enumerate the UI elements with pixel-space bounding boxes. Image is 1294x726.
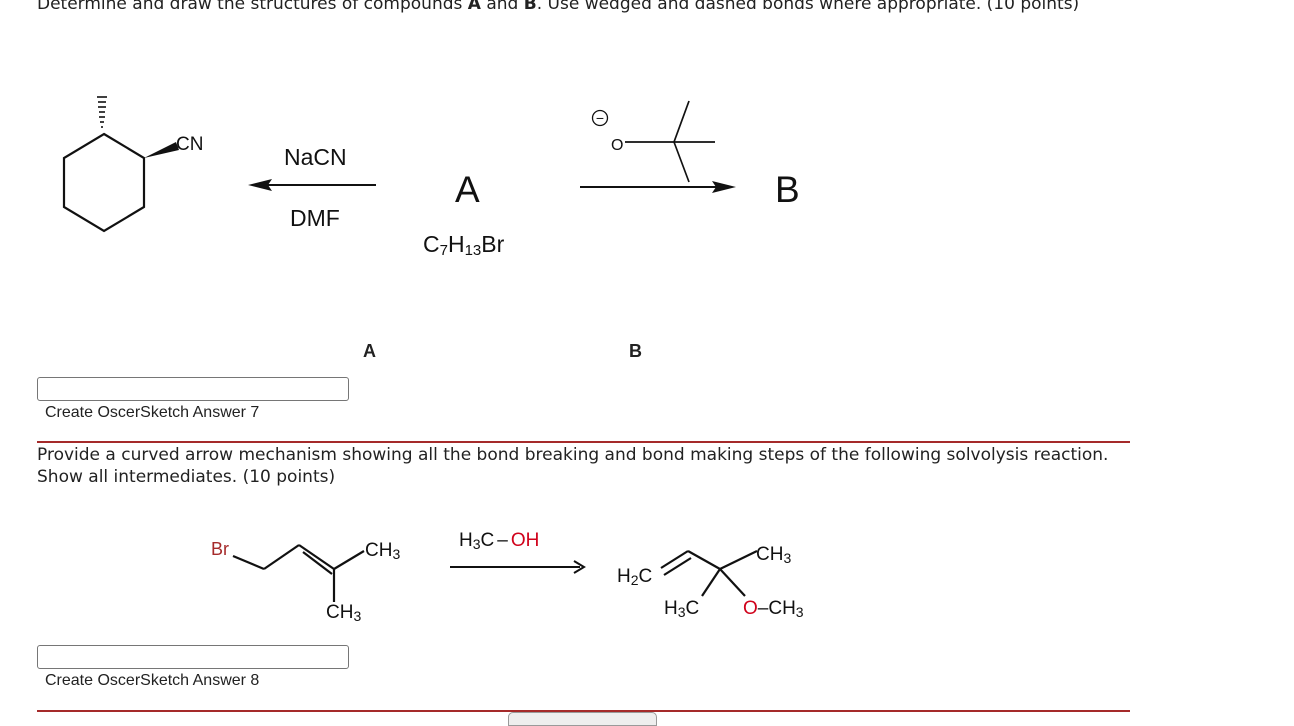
reagent-nacn: NaCN	[284, 144, 347, 170]
reverse-arrow-head	[248, 179, 272, 191]
ch3-right-sub: 3	[392, 546, 400, 562]
cn-label: CN	[176, 134, 203, 155]
tert-butyl-group	[625, 100, 715, 183]
create-oscersketch-answer-8-link[interactable]: Create OscerSketch Answer 8	[45, 672, 260, 689]
solvent-methanol: H3C–OH	[459, 530, 539, 552]
prod-h2c-sub: 2	[631, 572, 639, 588]
prod-och3: –CH	[758, 598, 796, 619]
formula-c: C	[423, 231, 440, 257]
negative-charge-circle	[591, 109, 609, 127]
product-methoxy: O–CH3	[743, 598, 804, 620]
section-divider-1	[37, 441, 1130, 443]
bromine-label: Br	[211, 539, 229, 559]
reaction-scheme-1: CN NaCN DMF A C7H13Br − O B	[62, 96, 800, 259]
prod-h3c-h: H	[664, 598, 678, 619]
prod-h2c-c: C	[639, 566, 653, 587]
alkoxide-oxygen: O	[611, 137, 623, 154]
q1-prompt-a: A	[467, 0, 481, 14]
bottom-button-stub[interactable]	[508, 712, 657, 726]
question-1-prompt: Determine and draw the structures of com…	[37, 0, 1117, 15]
forward-arrow-head	[712, 181, 736, 193]
ch3-bottom-sub: 3	[353, 608, 361, 624]
q1-prompt-pre: Determine and draw the structures of com…	[37, 0, 468, 14]
ch3-bottom-c: CH	[326, 602, 353, 623]
reactant-ch3-bottom: CH3	[326, 602, 361, 624]
product-h2c: H2C	[617, 566, 652, 588]
formula-br: Br	[481, 231, 504, 257]
formula-h: H	[448, 231, 465, 257]
compound-b-label: B	[775, 169, 800, 210]
q1-prompt-b: B	[523, 0, 537, 14]
prod-h2c-h: H	[617, 566, 631, 587]
reactant-skeleton	[232, 544, 365, 602]
ch3-right-c: CH	[365, 540, 392, 561]
hashed-bond	[97, 96, 107, 128]
section-divider-2	[37, 710, 1130, 712]
answer-8-box[interactable]	[37, 645, 349, 669]
answer-label-b: B	[629, 341, 642, 361]
formula-c7h13br: C7H13Br	[423, 231, 505, 259]
solvent-h: H	[459, 530, 473, 551]
prod-h3c-sub: 3	[678, 604, 686, 620]
answer-7-box[interactable]	[37, 377, 349, 401]
q1-prompt-post: . Use wedged and dashed bonds where appr…	[536, 0, 1080, 14]
compound-a-label: A	[455, 169, 480, 210]
negative-charge-sign: −	[596, 110, 604, 126]
prod-h3c-c: C	[686, 598, 700, 619]
reagent-dmf: DMF	[290, 205, 340, 231]
formula-c-sub: 7	[440, 242, 448, 259]
solvent-oh: OH	[511, 530, 540, 551]
create-oscersketch-answer-7-link[interactable]: Create OscerSketch Answer 7	[45, 404, 260, 421]
reactant-ch3-right: CH3	[365, 540, 400, 562]
solvent-h-sub: 3	[473, 536, 481, 552]
answer-label-a: A	[363, 341, 376, 361]
product-ch3: CH3	[756, 544, 791, 566]
wedge-bond	[144, 142, 179, 158]
reaction-scheme-2: Br CH3 CH3 H3C–OH H2C CH3 H3C O–CH3	[211, 530, 804, 624]
solvent-dash: –	[497, 530, 508, 551]
solvent-c: C	[481, 530, 495, 551]
formula-h-sub: 13	[465, 242, 482, 259]
question-2-prompt: Provide a curved arrow mechanism showing…	[37, 445, 1109, 487]
prod-och3-sub: 3	[796, 604, 804, 620]
solvolysis-arrow-head	[573, 560, 586, 574]
prod-ch3-sub: 3	[783, 550, 791, 566]
product-h3c: H3C	[664, 598, 699, 620]
cyclohexane-ring	[62, 132, 146, 233]
prod-ch3-c: CH	[756, 544, 783, 565]
prod-o: O	[743, 598, 758, 619]
q1-prompt-and: and	[480, 0, 524, 14]
product-skeleton	[660, 550, 758, 597]
